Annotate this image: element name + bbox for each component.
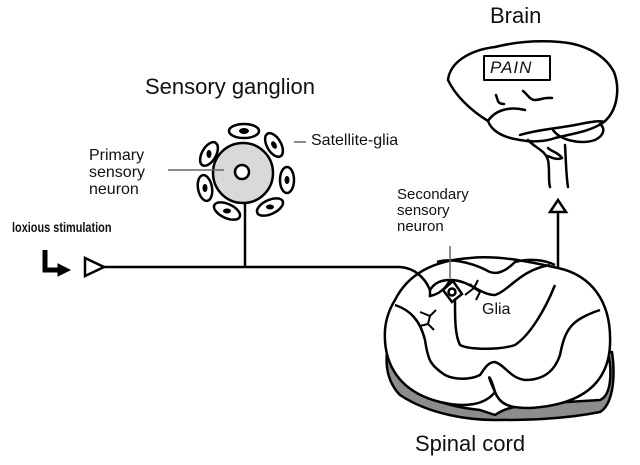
primary-axon xyxy=(83,202,432,291)
spinal-glia-cells xyxy=(419,279,482,331)
spinal-cord-illustration xyxy=(383,256,615,422)
glia-label: Glia xyxy=(482,301,511,318)
leader-lines xyxy=(168,141,451,278)
brain-label: Brain xyxy=(490,3,542,28)
noxious-stimulus-arrow-icon xyxy=(42,250,72,277)
spinal-cord-label: Spinal cord xyxy=(415,431,526,456)
primary-neuron-label: Primary sensory neuron xyxy=(89,147,146,198)
brain-illustration xyxy=(446,39,619,189)
sensory-ganglion-label: Sensory ganglion xyxy=(145,74,316,99)
secondary-neuron xyxy=(428,278,464,304)
sensory-ganglion xyxy=(196,122,296,221)
noxious-stimulation-label: loxious stimulation xyxy=(12,219,112,235)
secondary-neuron-label: Secondary sensory neuron xyxy=(397,186,469,235)
satellite-glia-label: Satellite-glia xyxy=(311,132,399,149)
pain-label: PAIN xyxy=(490,58,533,77)
ascending-pathway xyxy=(547,197,569,268)
